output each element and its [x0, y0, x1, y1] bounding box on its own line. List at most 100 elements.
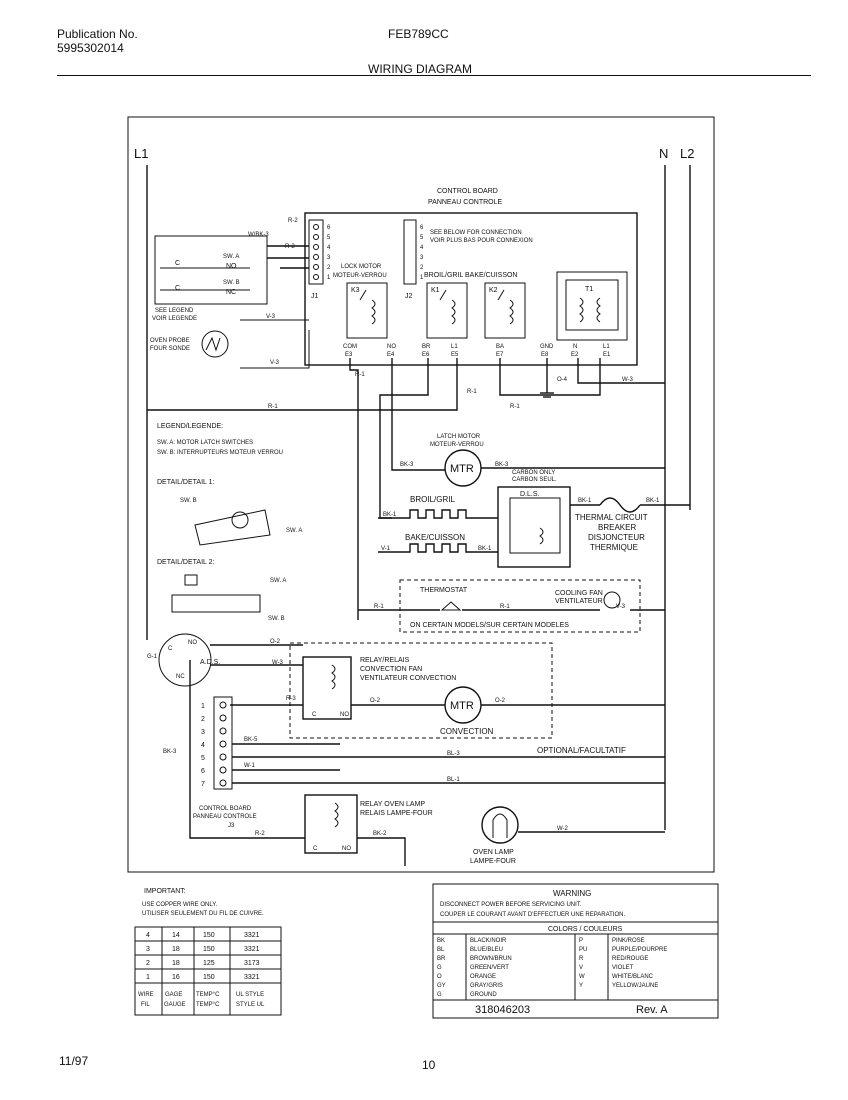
- board2-pins: 1 2 3 4 5 6 7: [201, 701, 227, 788]
- color-code: BR: [437, 956, 446, 962]
- legend-detail1: DETAIL/DETAIL 1:: [157, 479, 214, 486]
- wire-table-cell: 3173: [244, 960, 260, 967]
- j1-pins: 6 5 4 3 2 1: [313, 224, 331, 281]
- line-l1-label: L1: [134, 146, 148, 161]
- color-code: V: [579, 965, 583, 971]
- wire-label: O-4: [557, 377, 568, 383]
- relay-note-line2: VOIR PLUS BAS POUR CONNEXION: [430, 238, 533, 244]
- terminal-id: E5: [451, 352, 459, 358]
- relay-convection-line3: VENTILATEUR CONVECTION: [360, 675, 456, 682]
- oven-probe-label: OVEN PROBE: [150, 338, 190, 344]
- convection-motor-mtr: MTR: [450, 700, 474, 712]
- legend-detail1-swa: SW. A: [286, 528, 302, 534]
- latch-motor-label: LATCH MOTOR: [437, 434, 481, 440]
- switch-no: NO: [226, 263, 237, 270]
- color-code: O: [437, 974, 442, 980]
- ads-nc: NC: [176, 674, 185, 680]
- color-code: G: [437, 992, 442, 998]
- board2-pin: 3: [201, 729, 205, 736]
- cooling-fan-label: COOLING FAN: [555, 590, 603, 597]
- color-name: WHITE/BLANC: [612, 974, 654, 980]
- revision: Rev. A: [636, 1004, 668, 1016]
- wire-label: W-1: [244, 763, 256, 769]
- color-name: ORANGE: [470, 974, 496, 980]
- thermostat-label: THERMOSTAT: [420, 587, 468, 594]
- relay-k3: K3: [346, 282, 388, 339]
- relay-convection-c: C: [312, 712, 317, 718]
- line-n-label: N: [659, 146, 668, 161]
- j1-pin: 3: [327, 255, 331, 261]
- certain-models-label: ON CERTAIN MODELS/SUR CERTAIN MODELES: [410, 622, 569, 629]
- ads-c: C: [168, 646, 173, 652]
- warning-title: WARNING: [553, 889, 591, 898]
- part-number: 318046203: [475, 1004, 530, 1016]
- wire-label: W-2: [557, 826, 569, 832]
- latch-motor-label-fr: MOTEUR-VERROU: [430, 442, 484, 448]
- wire-label: R-1: [374, 604, 384, 610]
- convection-label: CONVECTION: [440, 727, 494, 736]
- thermal-breaker-line2: BREAKER: [598, 523, 636, 532]
- detail1-drawing: [194, 509, 271, 546]
- broil-element-label: BROIL/GRIL: [410, 495, 455, 504]
- color-name: RED/ROUGE: [612, 956, 648, 962]
- thermostat-icon: [440, 601, 462, 611]
- thermal-breaker-line3: DISJONCTEUR: [588, 533, 645, 542]
- broil-element: [378, 509, 498, 519]
- ads-label: A.D.S.: [200, 659, 220, 666]
- wire-label: G-1: [147, 654, 158, 660]
- oven-lamp-label: OVEN LAMP: [473, 849, 514, 856]
- terminal-id: E1: [603, 352, 611, 358]
- color-code: P: [579, 938, 583, 944]
- color-code: BL: [437, 947, 445, 953]
- carbon-only-fr: CARBON SEUL.: [512, 477, 557, 483]
- important-line1: USE COPPER WIRE ONLY.: [142, 902, 217, 908]
- color-code: PU: [579, 947, 587, 953]
- relay-convection-line2: CONVECTION FAN: [360, 666, 422, 673]
- relay-k1-label: K1: [431, 287, 440, 294]
- wire-label: BK-2: [373, 831, 387, 837]
- dls-box: [497, 486, 571, 568]
- publication-number: 5995302014: [57, 41, 124, 55]
- ads-no: NO: [188, 640, 197, 646]
- j1-pin: 5: [327, 235, 331, 241]
- terminal-id: E6: [422, 352, 430, 358]
- bake-element-label: BAKE/CUISSON: [405, 533, 465, 542]
- wire-table-cell: 2: [146, 960, 150, 967]
- board2-pin: 1: [201, 703, 205, 710]
- wire-table-header: UL STYLE: [236, 992, 264, 998]
- diagram-frame: [127, 116, 715, 873]
- wire-table-cell: 14: [172, 932, 180, 939]
- cooling-fan-label-fr: VENTILATEUR: [555, 598, 603, 605]
- j2-pins: 6 5 4 3 2 1: [420, 225, 424, 281]
- footer-date: 11/97: [59, 1054, 89, 1068]
- relay-convection-line1: RELAY/RELAIS: [360, 657, 410, 664]
- important-line2: UTILISER SEULEMENT DU FIL DE CUIVRE.: [142, 911, 264, 917]
- board2-pin: 4: [201, 742, 205, 749]
- color-name: BROWN/BRUN: [470, 956, 512, 962]
- terminal-label: L1: [451, 344, 458, 350]
- color-name: GROUND: [470, 992, 497, 998]
- wire-table-cell: 3321: [244, 932, 260, 939]
- relay-k2: K2: [484, 282, 526, 339]
- wire-table-cell: 3321: [244, 946, 260, 953]
- thermal-breaker-line1: THERMAL CIRCUIT: [575, 513, 648, 522]
- warning-panel: WARNING DISCONNECT POWER BEFORE SERVICIN…: [432, 883, 719, 1019]
- oven-lamp-icon: [481, 806, 519, 844]
- terminal-label: BR: [422, 344, 431, 350]
- terminal-label: COM: [343, 344, 357, 350]
- wire-table-header: TEMP°C: [196, 992, 220, 998]
- connector-j1-label: J1: [311, 293, 319, 300]
- wire-label: V-3: [266, 314, 276, 320]
- wire-table-cell: 18: [172, 946, 180, 953]
- wire-table-cell: 3: [146, 946, 150, 953]
- ads-switch: [158, 633, 212, 687]
- j1-pin: 2: [327, 265, 331, 271]
- legend-detail2-swa: SW. A: [270, 578, 286, 584]
- wire-label: V-1: [381, 546, 391, 552]
- color-name: GRAY/GRIS: [470, 983, 503, 989]
- j1-pin: 6: [327, 225, 331, 231]
- connector-j2: [403, 219, 417, 285]
- detail2-drawing: [171, 594, 261, 613]
- color-code: W: [579, 974, 585, 980]
